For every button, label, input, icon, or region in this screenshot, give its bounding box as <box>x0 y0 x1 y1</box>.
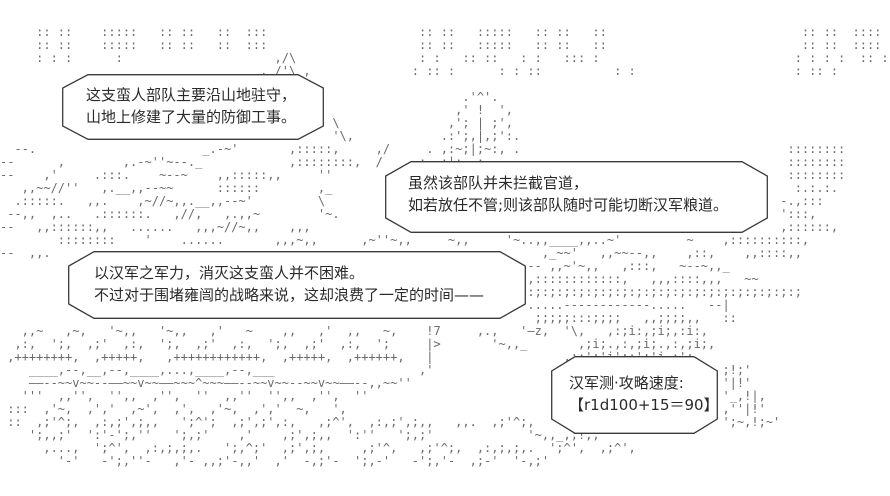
bubble-outline <box>62 74 324 140</box>
bubble-line: 山地上修建了大量的防御工事。 <box>86 108 297 126</box>
bubble-line: 虽然该部队并未拦截官道， <box>408 174 589 192</box>
ascii-landscape-art: :: :: ::::: :: :: :: ::: :: :: ::::: :: … <box>0 25 889 468</box>
bubble-outline <box>68 251 526 319</box>
speech-bubble-strategy: 以汉军之军力，消灭这支蛮人并不困难。 不过对于围堵雍闿的战略来说，这却浪费了一定… <box>68 251 526 319</box>
bubble-line: 以汉军之军力，消灭这支蛮人并不困难。 <box>94 264 365 282</box>
bubble-line: 如若放任不管;则该部队随时可能切断汉军粮道。 <box>408 196 729 214</box>
dice-roll-box: 汉军测·攻略速度: 【r1d100+15＝90】 <box>551 356 719 434</box>
bubble-outline <box>551 356 718 434</box>
bubble-line: 不过对于围堵雍闿的战略来说，这却浪费了一定的时间—— <box>94 286 485 304</box>
speech-bubble-mountain-defense: 这支蛮人部队主要沿山地驻守， 山地上修建了大量的防御工事。 <box>62 74 324 140</box>
dice-roll-label: 汉军测·攻略速度: <box>569 374 684 392</box>
bubble-line: 这支蛮人部队主要沿山地驻守， <box>86 86 297 104</box>
speech-bubble-supply-route: 虽然该部队并未拦截官道， 如若放任不管;则该部队随时可能切断汉军粮道。 <box>385 161 768 233</box>
dice-roll-result: 【r1d100+15＝90】 <box>569 396 719 414</box>
bubble-outline <box>385 161 768 233</box>
